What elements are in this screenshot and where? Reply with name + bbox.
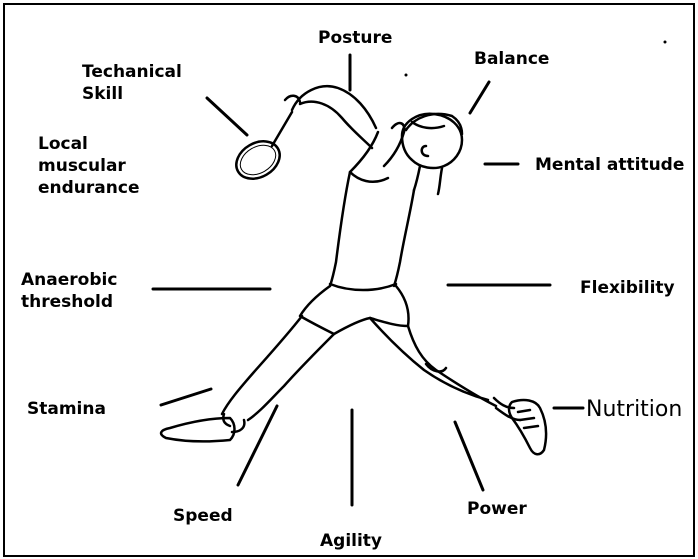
connector-balance bbox=[470, 82, 489, 113]
label-power: Power bbox=[467, 498, 527, 520]
label-speed: Speed bbox=[173, 505, 233, 527]
racket-shaft bbox=[272, 112, 292, 146]
label-nutrition: Nutrition bbox=[586, 399, 682, 421]
label-stamina: Stamina bbox=[27, 398, 106, 420]
racket-head bbox=[230, 134, 287, 186]
connector-speed bbox=[238, 406, 277, 485]
label-technical-skill: Techanical Skill bbox=[82, 61, 182, 105]
shoe-laces bbox=[518, 410, 538, 428]
label-balance: Balance bbox=[474, 48, 549, 70]
right-leg bbox=[370, 318, 496, 406]
torso bbox=[330, 172, 414, 286]
shirt-hem bbox=[330, 284, 396, 290]
player-figure bbox=[161, 86, 546, 454]
label-posture: Posture bbox=[318, 27, 392, 49]
label-anaerobic-threshold: Anaerobic threshold bbox=[21, 269, 117, 313]
connector-power bbox=[455, 422, 483, 490]
label-local-muscular-endurance: Local muscular endurance bbox=[38, 133, 139, 199]
racket-arm bbox=[292, 86, 376, 148]
neck bbox=[414, 166, 442, 194]
label-flexibility: Flexibility bbox=[580, 277, 675, 299]
label-agility: Agility bbox=[320, 530, 382, 552]
other-arm bbox=[350, 123, 404, 182]
connector-stamina bbox=[161, 389, 211, 405]
left-leg bbox=[222, 316, 334, 432]
ear bbox=[422, 146, 428, 156]
shorts bbox=[300, 286, 409, 334]
connector-technical-skill bbox=[207, 98, 247, 135]
label-mental-attitude: Mental attitude bbox=[535, 154, 684, 176]
